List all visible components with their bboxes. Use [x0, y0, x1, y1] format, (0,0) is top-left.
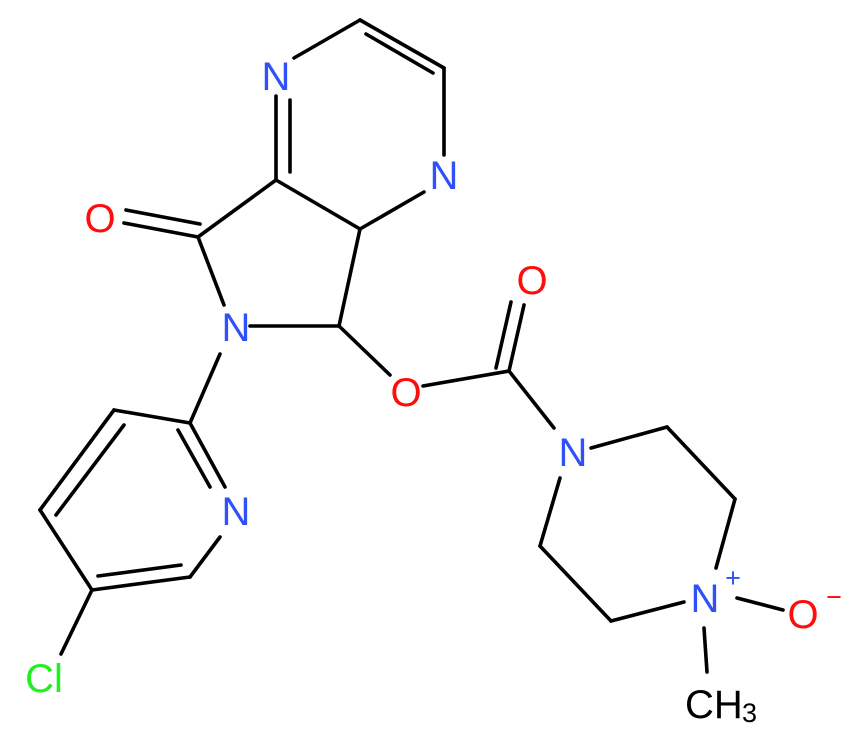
- bond: [188, 352, 222, 425]
- atom-nitrogen: N: [262, 55, 291, 99]
- bond: [358, 18, 446, 70]
- bond: [59, 588, 94, 656]
- bond: [609, 600, 686, 623]
- bond: [292, 18, 362, 60]
- methyl-subscript: 3: [742, 698, 757, 728]
- atom-oxygen: O: [84, 197, 115, 241]
- atom-nitrogen: N: [430, 154, 459, 198]
- atom-nitrogen: N: [222, 306, 251, 350]
- bond: [54, 423, 126, 517]
- positive-charge: +: [725, 563, 741, 593]
- bond: [122, 221, 200, 239]
- atom-nitrogen-oxide: N: [691, 577, 720, 621]
- bond: [589, 425, 669, 450]
- bond: [90, 575, 192, 592]
- bond: [702, 626, 709, 674]
- bond: [188, 421, 227, 489]
- bond: [337, 227, 362, 328]
- bond: [176, 428, 212, 489]
- bond: [196, 178, 278, 239]
- bond: [507, 369, 556, 430]
- bond: [538, 476, 562, 548]
- atom-oxygen: O: [516, 259, 547, 303]
- atom-chlorine: Cl: [25, 657, 63, 701]
- atom-oxygen-oxide: O: [787, 593, 818, 637]
- bond: [358, 190, 426, 231]
- bond: [538, 544, 613, 623]
- bond: [665, 425, 737, 501]
- bond: [274, 178, 362, 231]
- bond: [112, 408, 192, 425]
- atom-labels: N N O N O O N N Cl N + O − CH 3: [25, 55, 842, 728]
- bond: [96, 563, 183, 578]
- atom-oxygen: O: [390, 371, 421, 415]
- bond: [38, 408, 116, 512]
- bond: [364, 32, 435, 75]
- bond: [196, 235, 226, 307]
- atom-nitrogen: N: [559, 431, 588, 475]
- bond: [124, 208, 202, 226]
- bond: [494, 300, 513, 370]
- bond: [714, 497, 737, 570]
- bond: [735, 596, 785, 612]
- negative-charge: −: [826, 582, 842, 612]
- bond: [507, 303, 526, 373]
- bonds: [38, 18, 785, 674]
- bond: [188, 535, 222, 579]
- bond: [421, 369, 511, 388]
- bond: [337, 324, 392, 377]
- bond: [38, 508, 94, 592]
- atom-methyl: CH: [685, 683, 743, 727]
- atom-nitrogen: N: [222, 490, 251, 534]
